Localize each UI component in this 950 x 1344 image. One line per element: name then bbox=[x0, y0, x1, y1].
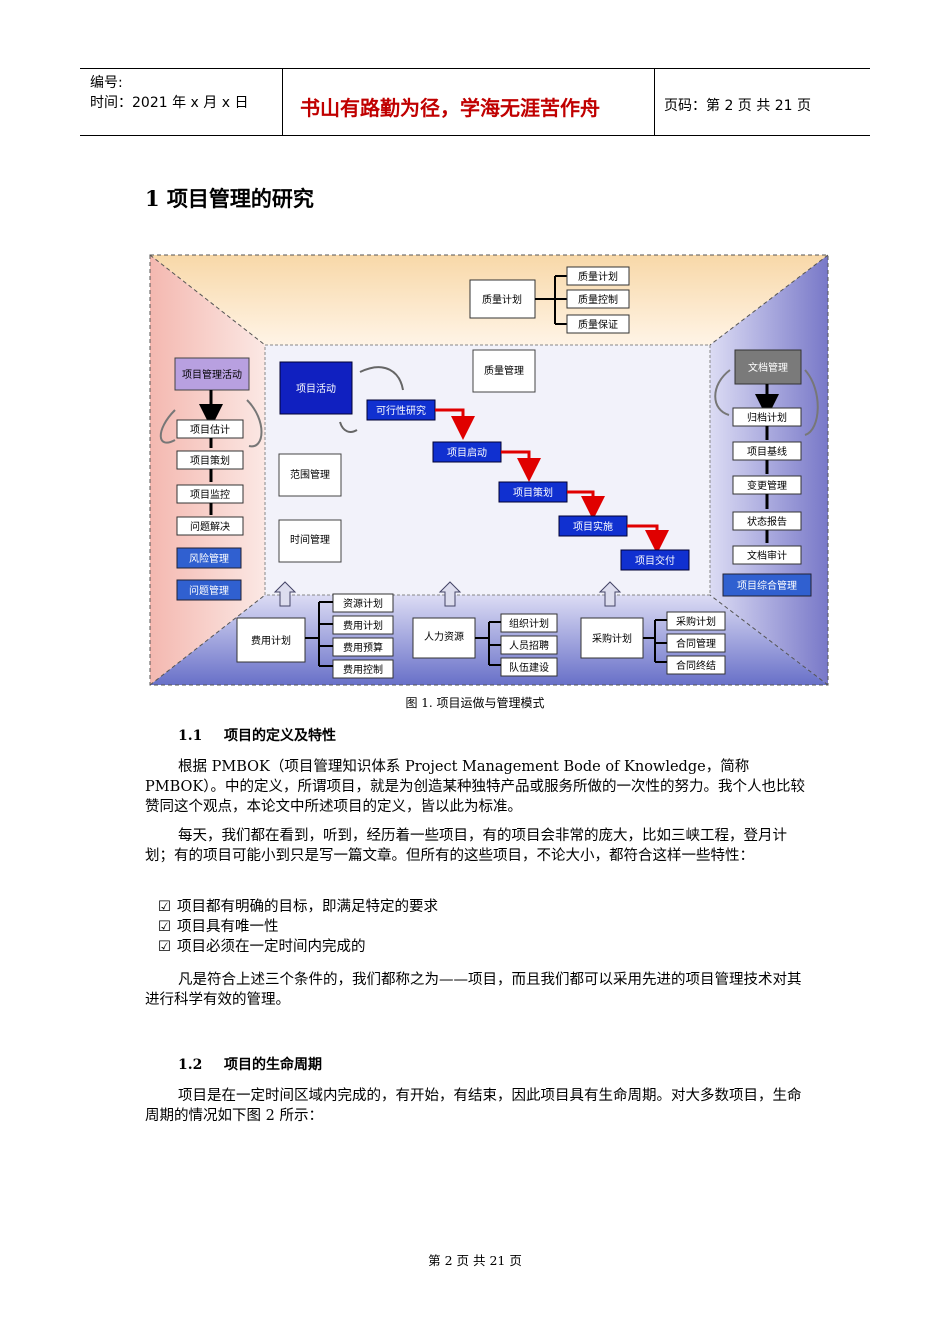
right-footer: 项目综合管理 bbox=[737, 579, 797, 592]
left-item: 项目估计 bbox=[190, 423, 230, 436]
left-special: 问题管理 bbox=[189, 584, 229, 597]
top-item: 质量计划 bbox=[578, 270, 618, 283]
right-item: 项目基线 bbox=[747, 445, 787, 458]
left-head: 项目管理活动 bbox=[182, 368, 242, 381]
bottom-resource-group: 费用计划 资源计划 费用计划 费用预算 费用控制 人力资源 组织计划 人员招聘 … bbox=[236, 581, 726, 679]
bottom-proc-head: 采购计划 bbox=[592, 632, 632, 645]
paragraph-text: 项目是在一定时间区域内完成的，有开始，有结束，因此项目具有生命周期。对大多数项目… bbox=[145, 1088, 802, 1124]
top-quality-group: 质量计划 质量计划 质量控制 质量保证 bbox=[469, 266, 630, 334]
bottom-proc-item: 合同终结 bbox=[676, 659, 716, 672]
subsection-number: 1.2 bbox=[178, 1057, 203, 1073]
bottom-cost-item: 资源计划 bbox=[343, 597, 383, 610]
stair-step: 项目实施 bbox=[573, 520, 613, 533]
left-special: 风险管理 bbox=[189, 552, 229, 565]
subsection-title: 项目的生命周期 bbox=[224, 1057, 322, 1073]
doc-date: 时间：2021 年 x 月 x 日 bbox=[90, 95, 249, 111]
left-item: 项目监控 bbox=[190, 488, 230, 501]
top-item: 质量控制 bbox=[578, 293, 618, 306]
stair-step: 项目策划 bbox=[513, 486, 553, 499]
top-item: 质量保证 bbox=[578, 318, 618, 331]
checklist-item: ☑ 项目必须在一定时间内完成的 bbox=[158, 937, 366, 957]
paragraph: 每天，我们都在看到，听到，经历着一些项目，有的项目会非常的庞大，比如三峡工程，登… bbox=[145, 826, 807, 866]
stair-step: 项目启动 bbox=[447, 446, 487, 459]
checklist-text: 项目都有明确的目标，即满足特定的要求 bbox=[177, 899, 438, 915]
bottom-cost-head: 费用计划 bbox=[251, 634, 291, 647]
page-info: 页码：第 2 页 共 21 页 bbox=[664, 98, 811, 114]
checkbox-icon: ☑ bbox=[158, 939, 171, 955]
paragraph: 根据 PMBOK（项目管理知识体系 Project Management Bod… bbox=[145, 757, 807, 817]
header-motto: 书山有路勤为径，学海无涯苦作舟 bbox=[300, 96, 600, 120]
header-divider bbox=[654, 68, 655, 135]
subsection-heading: 1.2 项目的生命周期 bbox=[178, 1054, 322, 1074]
page-footer: 第 2 页 共 21 页 bbox=[428, 1253, 522, 1268]
subsection-heading: 1.1 项目的定义及特性 bbox=[178, 725, 336, 745]
left-item: 问题解决 bbox=[190, 520, 230, 533]
paragraph-text: 每天，我们都在看到，听到，经历着一些项目，有的项目会非常的庞大，比如三峡工程，登… bbox=[145, 828, 787, 864]
center-doc: 质量管理 bbox=[484, 364, 524, 377]
paragraph: 项目是在一定时间区域内完成的，有开始，有结束，因此项目具有生命周期。对大多数项目… bbox=[145, 1086, 807, 1126]
bottom-cost-item: 费用控制 bbox=[343, 663, 383, 676]
paragraph-text: 根据 PMBOK（项目管理知识体系 Project Management Bod… bbox=[145, 759, 805, 815]
header-divider bbox=[282, 68, 283, 135]
right-document-group: 文档管理 归档计划 项目基线 变更管理 状态报告 文档审计 项目综合管理 bbox=[714, 349, 819, 597]
doc-number-label: 编号: bbox=[90, 75, 123, 91]
bottom-cost-item: 费用计划 bbox=[343, 619, 383, 632]
bottom-hr-item: 组织计划 bbox=[509, 617, 549, 630]
project-management-diagram: 质量计划 质量计划 质量控制 质量保证 项目管理活动 项目估计 项目策划 项目监… bbox=[149, 254, 829, 686]
center-activities-group: 项目活动 可行性研究 项目启动 项目策划 项目实施 项目交付 质量管理 范围管理… bbox=[278, 349, 690, 571]
left-item: 项目策划 bbox=[190, 454, 230, 467]
bottom-proc-item: 采购计划 bbox=[676, 615, 716, 628]
center-doc: 时间管理 bbox=[290, 533, 330, 546]
paragraph: 凡是符合上述三个条件的，我们都称之为——项目，而且我们都可以采用先进的项目管理技… bbox=[145, 970, 807, 1010]
subsection-title: 项目的定义及特性 bbox=[224, 728, 336, 744]
left-activities-group: 项目管理活动 项目估计 项目策划 项目监控 问题解决 风险管理 问题管理 bbox=[159, 357, 263, 601]
bottom-cost-item: 费用预算 bbox=[343, 641, 383, 654]
checklist-text: 项目必须在一定时间内完成的 bbox=[177, 939, 366, 955]
checklist-item: ☑ 项目具有唯一性 bbox=[158, 917, 279, 937]
paragraph-text: 凡是符合上述三个条件的，我们都称之为——项目，而且我们都可以采用先进的项目管理技… bbox=[145, 972, 802, 1008]
right-item: 文档审计 bbox=[747, 549, 787, 562]
right-item: 状态报告 bbox=[747, 515, 787, 528]
bottom-proc-item: 合同管理 bbox=[676, 637, 716, 650]
top-plan-label: 质量计划 bbox=[482, 293, 522, 306]
right-head: 文档管理 bbox=[748, 361, 788, 374]
center-doc: 范围管理 bbox=[290, 468, 330, 481]
center-head: 项目活动 bbox=[296, 383, 336, 395]
checkbox-icon: ☑ bbox=[158, 919, 171, 935]
checklist-item: ☑ 项目都有明确的目标，即满足特定的要求 bbox=[158, 897, 438, 917]
figure-caption: 图 1. 项目运做与管理模式 bbox=[405, 696, 545, 710]
right-item: 归档计划 bbox=[747, 411, 787, 424]
stair-step: 可行性研究 bbox=[376, 404, 426, 417]
section-title: 1 项目管理的研究 bbox=[145, 186, 314, 211]
bottom-hr-head: 人力资源 bbox=[424, 630, 464, 643]
header-bottom-rule bbox=[80, 135, 870, 136]
checklist-text: 项目具有唯一性 bbox=[177, 919, 279, 935]
right-item: 变更管理 bbox=[747, 479, 787, 492]
stair-step: 项目交付 bbox=[635, 554, 675, 567]
bottom-hr-item: 人员招聘 bbox=[509, 639, 549, 652]
bottom-hr-item: 队伍建设 bbox=[509, 661, 549, 674]
checkbox-icon: ☑ bbox=[158, 899, 171, 915]
header-top-rule bbox=[80, 68, 870, 69]
subsection-number: 1.1 bbox=[178, 728, 203, 744]
